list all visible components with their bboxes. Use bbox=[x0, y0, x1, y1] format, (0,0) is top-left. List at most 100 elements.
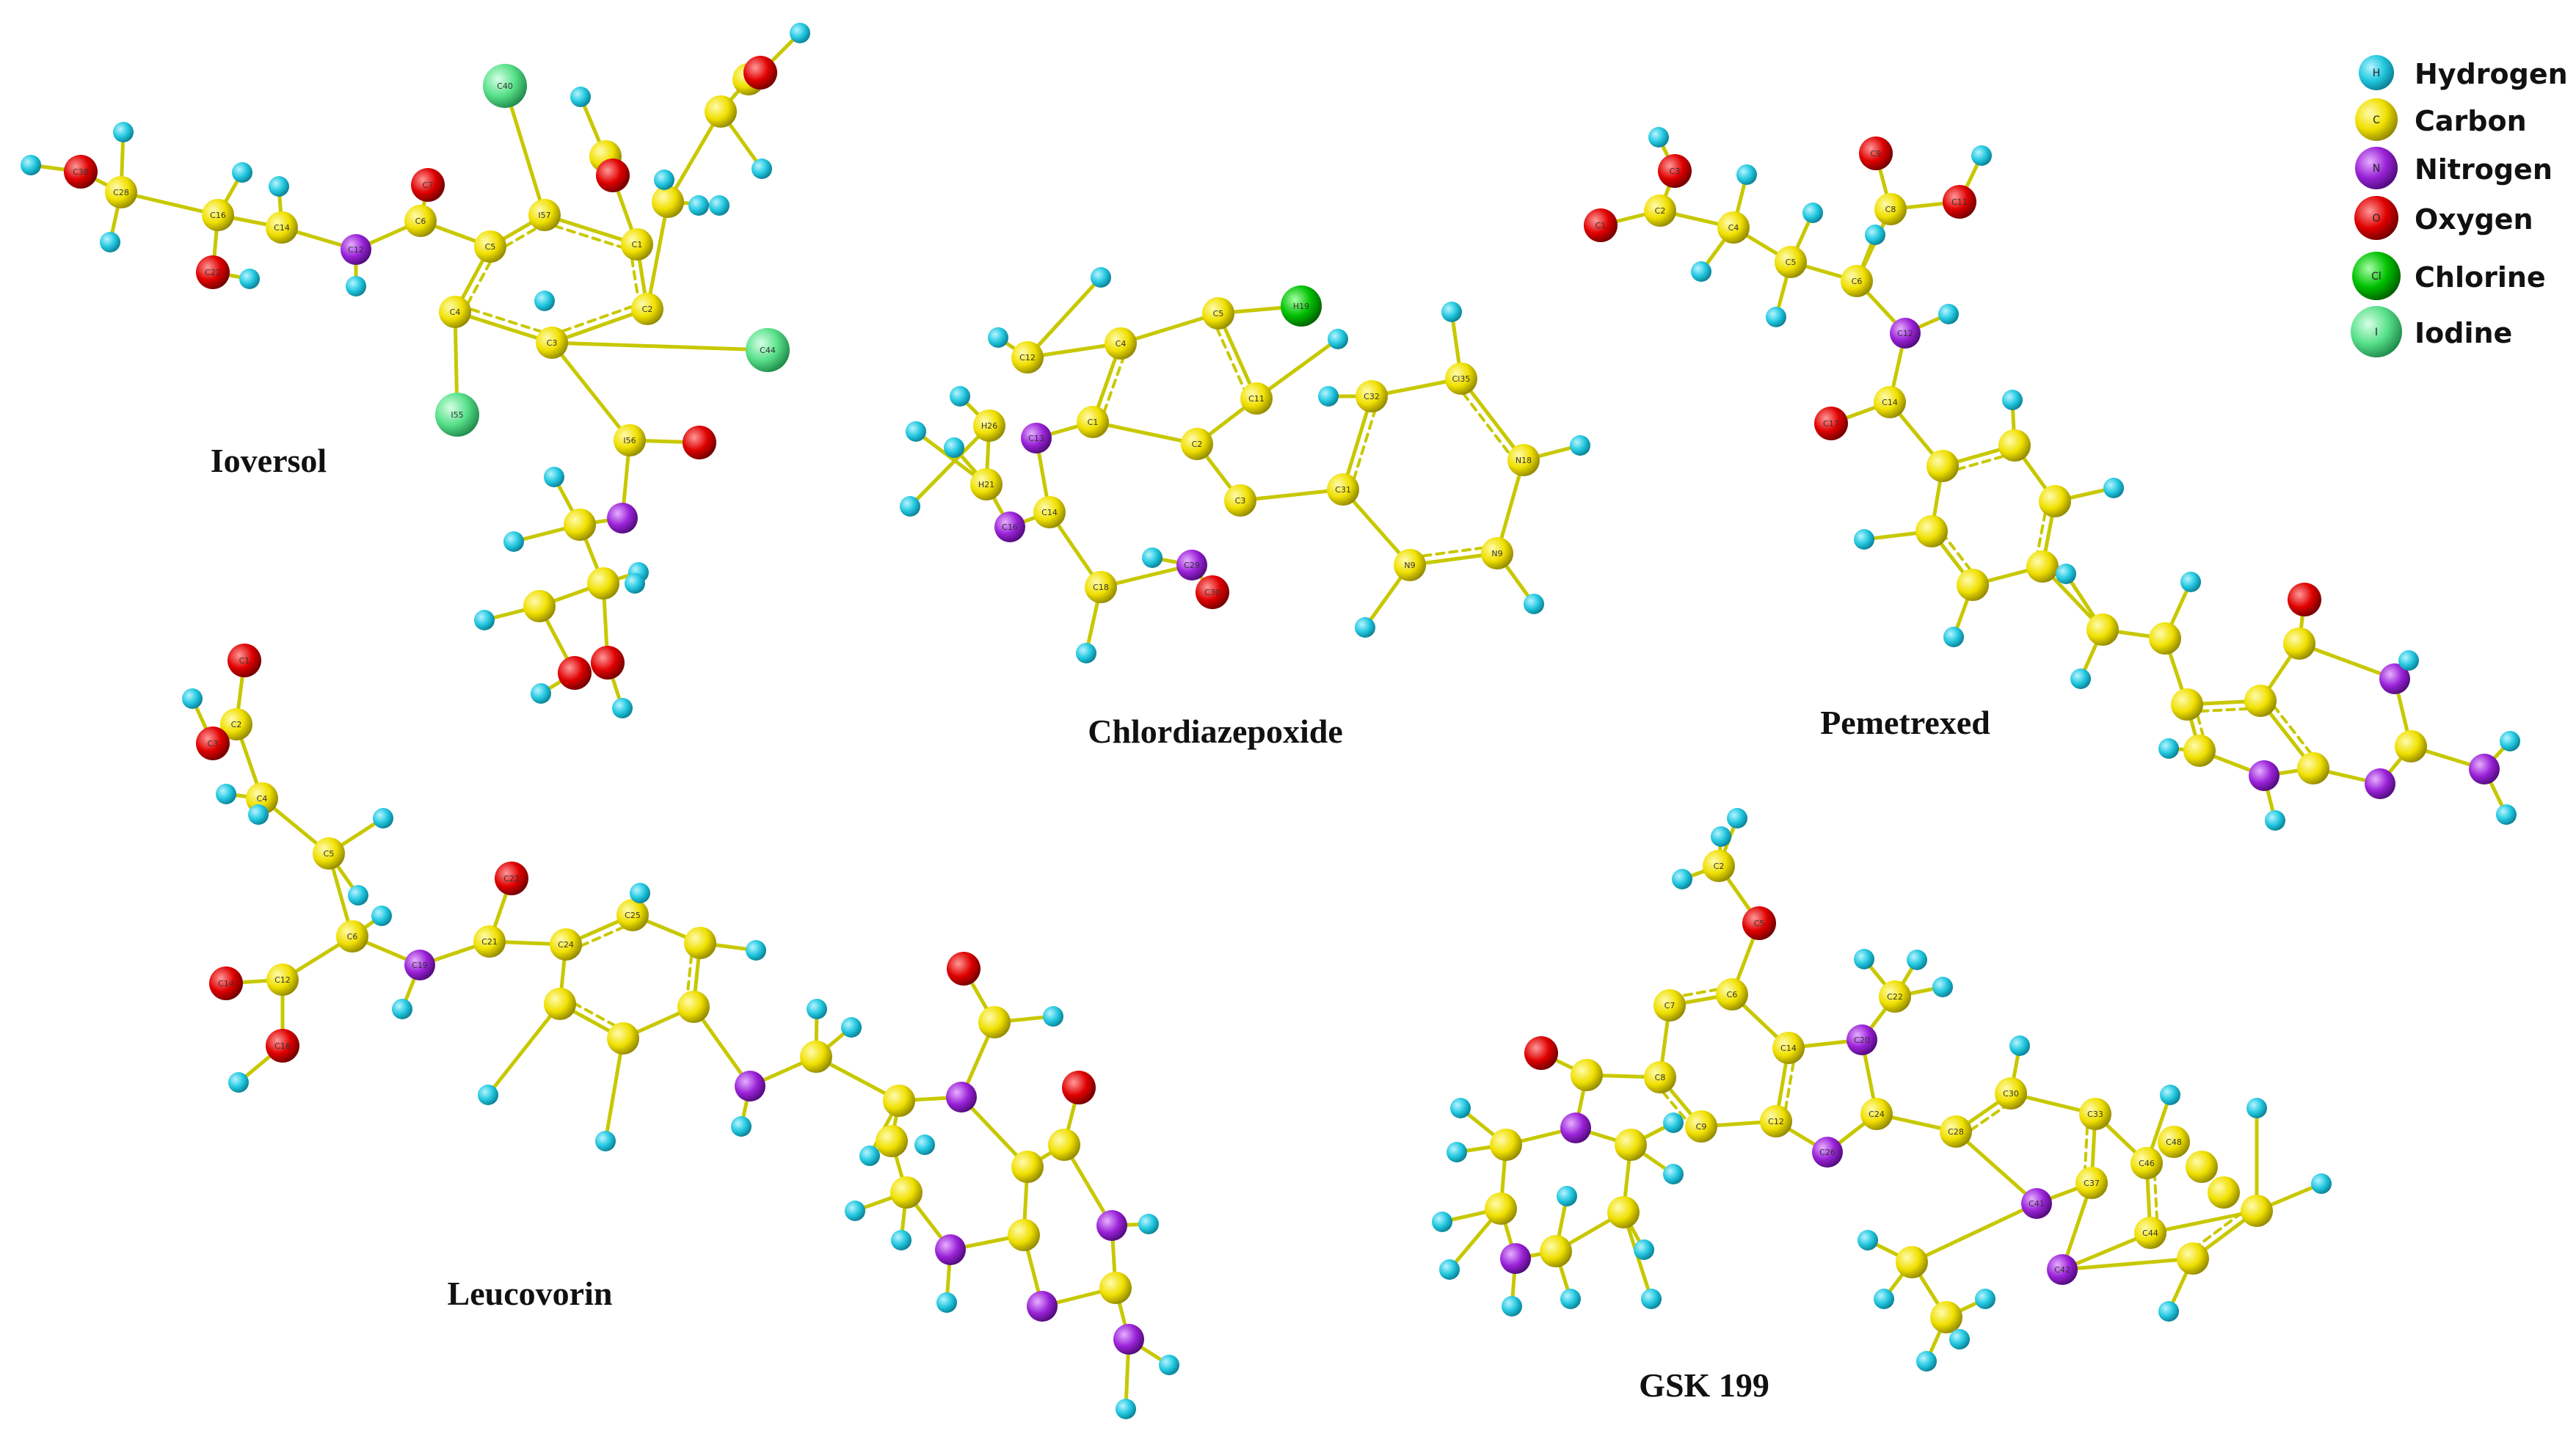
gsk199-carbon-atom bbox=[1995, 1077, 2027, 1110]
chlordiazepoxide-carbon-atom bbox=[1033, 496, 1066, 528]
gsk199-hydrogen-atom bbox=[1874, 1289, 1894, 1309]
leucovorin-oxygen-atom bbox=[266, 1029, 299, 1063]
chlordiazepoxide-carbon-atom bbox=[1181, 428, 1213, 460]
nitrogen-atom-icon bbox=[2355, 147, 2398, 189]
pemetrexed-carbon-atom bbox=[2297, 752, 2329, 784]
gsk199-carbon-atom bbox=[2186, 1151, 2218, 1183]
chlordiazepoxide-hydrogen-atom bbox=[906, 421, 926, 442]
ioversol-hydrogen-atom bbox=[531, 683, 551, 704]
chlordiazepoxide-hydrogen-atom bbox=[1441, 302, 1462, 322]
pemetrexed-hydrogen-atom bbox=[1802, 203, 1823, 223]
ioversol-hydrogen-atom bbox=[21, 155, 41, 175]
pemetrexed-atom-label: C8 bbox=[1885, 205, 1896, 214]
gsk199-carbon-atom bbox=[1540, 1235, 1572, 1267]
ioversol-atom-label: C3 bbox=[547, 338, 558, 348]
legend-label-iodine: Iodine bbox=[2415, 317, 2512, 349]
pemetrexed-atom-label: C3 bbox=[1670, 167, 1681, 176]
gsk199-carbon-atom bbox=[2208, 1176, 2240, 1209]
chlordiazepoxide-hydrogen-atom bbox=[1355, 617, 1375, 638]
leucovorin-atom-label: C21 bbox=[481, 937, 498, 947]
chlordiazepoxide-bond bbox=[1091, 420, 1199, 446]
pemetrexed-oxygen-atom bbox=[1859, 136, 1893, 170]
ioversol-carbon-atom bbox=[614, 424, 646, 456]
ioversol-nitrogen-atom bbox=[341, 234, 371, 265]
chlorine-atom-icon bbox=[2352, 252, 2401, 300]
ioversol-atom-label: C6 bbox=[415, 216, 426, 226]
leucovorin-oxygen-atom bbox=[947, 952, 980, 986]
leucovorin-hydrogen-atom bbox=[248, 804, 269, 825]
gsk199-hydrogen-atom bbox=[1672, 869, 1692, 889]
legend-symbol-iodine: I bbox=[2375, 327, 2378, 338]
chlordiazepoxide-atom-label: H21 bbox=[978, 480, 994, 489]
pemetrexed-atom-label: C5 bbox=[1786, 258, 1797, 267]
chlordiazepoxide-atom-label: H19 bbox=[1293, 302, 1309, 311]
gsk199-atom-label: C8 bbox=[1655, 1073, 1666, 1082]
leucovorin-atom-label: C19 bbox=[412, 961, 428, 970]
chlordiazepoxide-hydrogen-atom bbox=[1328, 329, 1348, 349]
pemetrexed-hydrogen-atom bbox=[1854, 529, 1874, 550]
pemetrexed-carbon-atom bbox=[2086, 613, 2119, 646]
ioversol-oxygen-atom bbox=[591, 646, 625, 680]
leucovorin-hydrogen-atom bbox=[1159, 1355, 1179, 1375]
pemetrexed-carbon-atom bbox=[1957, 569, 1989, 601]
leucovorin-hydrogen-atom bbox=[478, 1085, 498, 1105]
legend-symbol-carbon: C bbox=[2373, 114, 2380, 126]
ioversol-oxygen-atom bbox=[558, 656, 592, 690]
leucovorin-carbon-atom bbox=[313, 837, 345, 870]
ioversol-atom-label: C14 bbox=[274, 223, 290, 233]
gsk199-carbon-atom bbox=[1760, 1105, 1792, 1137]
chlordiazepoxide-atom-label: C1 bbox=[1088, 418, 1099, 427]
leucovorin-hydrogen-atom bbox=[731, 1116, 752, 1137]
chlordiazepoxide-atom-label: C29 bbox=[1184, 561, 1200, 570]
gsk199-carbon-atom bbox=[1716, 978, 1748, 1011]
gsk199-atom-label: C12 bbox=[1768, 1117, 1784, 1126]
gsk199-carbon-atom bbox=[1896, 1246, 1928, 1278]
gsk199-carbon-atom bbox=[2079, 1098, 2111, 1130]
leucovorin-hydrogen-atom bbox=[936, 1292, 957, 1313]
ioversol-bond bbox=[550, 341, 770, 352]
chlordiazepoxide-aromatic-bond bbox=[1209, 315, 1251, 404]
molecule-label-leucovorin: Leucovorin bbox=[448, 1275, 613, 1312]
chlordiazepoxide-atom-label: C13 bbox=[1028, 434, 1044, 443]
chlordiazepoxide-aromatic-bond bbox=[1407, 545, 1498, 560]
gsk199-atom-label: C33 bbox=[2087, 1110, 2103, 1119]
gsk199-atom-label: C9 bbox=[1696, 1122, 1707, 1132]
ioversol-atom-label: C2 bbox=[642, 305, 653, 314]
chlordiazepoxide-atom-label: C4 bbox=[1116, 339, 1127, 349]
ioversol-aromatic-bond bbox=[540, 220, 636, 253]
pemetrexed-bond bbox=[2297, 641, 2397, 681]
ioversol-aromatic-bond bbox=[547, 300, 647, 338]
ioversol-atom-label: C38 bbox=[73, 167, 89, 177]
ioversol-carbon-atom bbox=[523, 590, 556, 622]
ioversol-hydrogen-atom bbox=[503, 531, 524, 552]
gsk199-hydrogen-atom bbox=[2009, 1035, 2030, 1056]
gsk199-hydrogen-atom bbox=[1557, 1186, 1577, 1206]
pemetrexed-atom-label: C1 bbox=[1596, 221, 1607, 230]
gsk199-hydrogen-atom bbox=[1975, 1289, 1995, 1309]
ioversol-atom-label: C12 bbox=[348, 245, 364, 255]
ioversol-carbon-atom bbox=[266, 211, 298, 244]
pemetrexed-hydrogen-atom bbox=[2070, 669, 2091, 689]
chlordiazepoxide-carbon-atom bbox=[1202, 297, 1234, 329]
chlordiazepoxide-bond bbox=[908, 423, 992, 509]
leucovorin-hydrogen-atom bbox=[841, 1017, 862, 1038]
leucovorin-oxygen-atom bbox=[196, 727, 230, 760]
pemetrexed-hydrogen-atom bbox=[1691, 261, 1711, 282]
pemetrexed-atom-label: C2 bbox=[1655, 206, 1666, 216]
legend-label-nitrogen: Nitrogen bbox=[2415, 153, 2553, 186]
legend-label-oxygen: Oxygen bbox=[2415, 203, 2533, 236]
gsk199-carbon-atom bbox=[1860, 1098, 1893, 1130]
legend-item-chlorine: Cl Chlorine bbox=[2352, 252, 2546, 300]
pemetrexed-carbon-atom bbox=[1841, 265, 1873, 297]
gsk199-hydrogen-atom bbox=[1907, 950, 1927, 970]
chlordiazepoxide-atom-label: C14 bbox=[1041, 508, 1058, 517]
chlordiazepoxide-bond bbox=[1495, 458, 1526, 556]
ioversol-hydrogen-atom bbox=[612, 698, 633, 718]
pemetrexed-hydrogen-atom bbox=[1865, 225, 1885, 245]
pemetrexed-nitrogen-atom bbox=[2249, 760, 2280, 791]
gsk199-hydrogen-atom bbox=[2246, 1098, 2267, 1118]
chlordiazepoxide-atom-label: C11 bbox=[1248, 394, 1265, 404]
chlordiazepoxide-bond bbox=[1238, 487, 1345, 503]
pemetrexed-hydrogen-atom bbox=[2398, 650, 2419, 671]
